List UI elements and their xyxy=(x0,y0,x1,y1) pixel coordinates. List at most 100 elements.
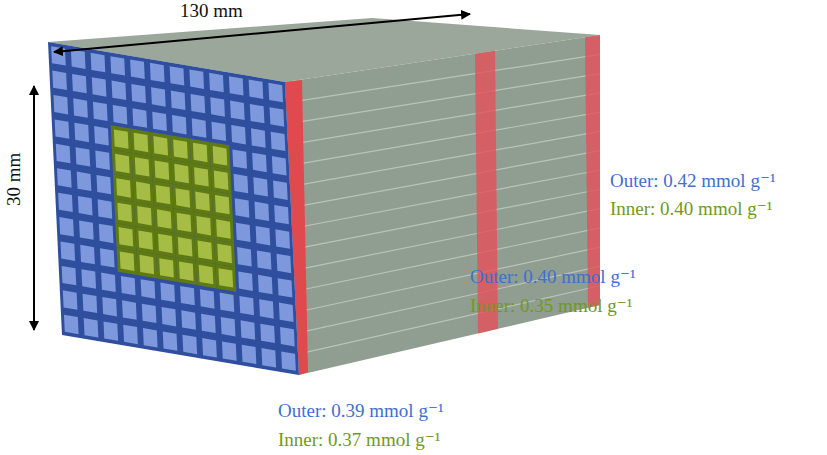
outer-channel xyxy=(77,172,92,191)
outer-channel xyxy=(59,217,74,236)
inner-channel xyxy=(157,209,172,228)
outer-channel xyxy=(280,327,295,346)
inner-wall xyxy=(151,156,172,184)
outer-channel xyxy=(180,286,195,305)
outer-channel xyxy=(73,98,88,117)
outer-channel xyxy=(151,87,166,106)
inner-wall xyxy=(154,205,175,233)
outer-channel xyxy=(171,91,186,110)
inner-value: Inner: 0.35 mmol g⁻¹ xyxy=(470,295,632,318)
outer-channel xyxy=(238,271,253,290)
outer-channel xyxy=(281,351,296,370)
outer-channel xyxy=(96,175,111,194)
inner-channel xyxy=(159,258,174,277)
outer-channel xyxy=(84,318,99,337)
inner-wall xyxy=(193,212,214,240)
inner-wall xyxy=(215,264,236,292)
outer-channel xyxy=(181,310,196,329)
outer-channel xyxy=(112,81,127,100)
inner-channel xyxy=(114,129,129,148)
outer-channel xyxy=(162,307,177,326)
outer-channel xyxy=(55,119,70,138)
outer-channel xyxy=(261,348,276,367)
outer-channel xyxy=(257,250,272,269)
inner-wall xyxy=(136,251,157,279)
outer-channel xyxy=(72,74,87,93)
outer-channel xyxy=(80,245,95,264)
inner-channel xyxy=(134,133,149,152)
dimension-label: 130 mm xyxy=(180,0,243,23)
inner-channel xyxy=(174,164,189,183)
inner-wall xyxy=(112,150,133,178)
outer-channel xyxy=(209,73,224,92)
outer-channel xyxy=(229,76,244,95)
inner-channel xyxy=(194,167,209,186)
inner-wall xyxy=(132,153,153,181)
outer-channel xyxy=(99,224,114,243)
inner-channel xyxy=(135,157,150,176)
outer-channel xyxy=(143,328,158,347)
outer-channel xyxy=(273,181,288,200)
inner-channel xyxy=(158,234,173,253)
outer-channel xyxy=(192,118,207,137)
inner-channel xyxy=(216,219,231,238)
outer-channel xyxy=(222,341,237,360)
inner-channel xyxy=(195,192,210,211)
inner-channel xyxy=(218,268,233,287)
outer-channel xyxy=(81,269,96,288)
outer-channel xyxy=(200,289,215,308)
layer-line xyxy=(287,74,600,124)
outer-channel xyxy=(102,297,117,316)
inner-wall xyxy=(173,209,194,237)
outer-value: Outer: 0.40 mmol g⁻¹ xyxy=(470,266,636,289)
outer-channel xyxy=(91,53,106,72)
inner-channel xyxy=(139,255,154,274)
inner-wall xyxy=(192,187,213,215)
layer-line xyxy=(289,112,600,166)
inner-wall xyxy=(171,160,192,188)
inner-channel xyxy=(198,240,213,259)
outer-channel xyxy=(232,149,247,168)
inner-wall xyxy=(214,240,235,268)
outer-channel xyxy=(172,115,187,134)
outer-channel xyxy=(76,147,91,166)
outer-channel xyxy=(252,153,267,172)
inner-wall xyxy=(175,233,196,261)
outer-channel xyxy=(242,345,257,364)
outer-channel xyxy=(170,66,185,85)
inner-channel xyxy=(217,244,232,263)
outer-channel xyxy=(259,299,274,318)
layer-line xyxy=(288,93,600,145)
outer-channel xyxy=(141,279,156,298)
outer-channel xyxy=(131,84,146,103)
outer-channel xyxy=(100,248,115,267)
inner-channel xyxy=(177,213,192,232)
inner-channel xyxy=(115,154,130,173)
inner-channel xyxy=(199,265,214,284)
outer-channel xyxy=(123,325,138,344)
outer-channel xyxy=(239,296,254,315)
layer-line xyxy=(294,209,600,271)
outer-channel xyxy=(249,80,264,99)
outer-channel xyxy=(221,317,236,336)
inner-channel xyxy=(196,216,211,235)
outer-channel xyxy=(270,107,285,126)
outer-channel xyxy=(271,132,286,151)
outer-channel xyxy=(56,144,71,163)
inner-channel xyxy=(215,195,230,214)
inner-wall xyxy=(130,129,151,157)
inner-wall xyxy=(156,254,177,282)
inner-channel xyxy=(116,178,131,197)
outer-channel xyxy=(235,198,250,217)
outer-channel xyxy=(98,199,113,218)
outer-channel xyxy=(74,123,89,142)
side-face xyxy=(285,35,600,375)
outer-channel xyxy=(152,112,167,131)
outer-channel xyxy=(279,303,294,322)
outer-channel xyxy=(191,94,206,113)
inner-channel xyxy=(178,237,193,256)
outer-channel xyxy=(93,102,108,121)
inner-wall xyxy=(133,177,154,205)
